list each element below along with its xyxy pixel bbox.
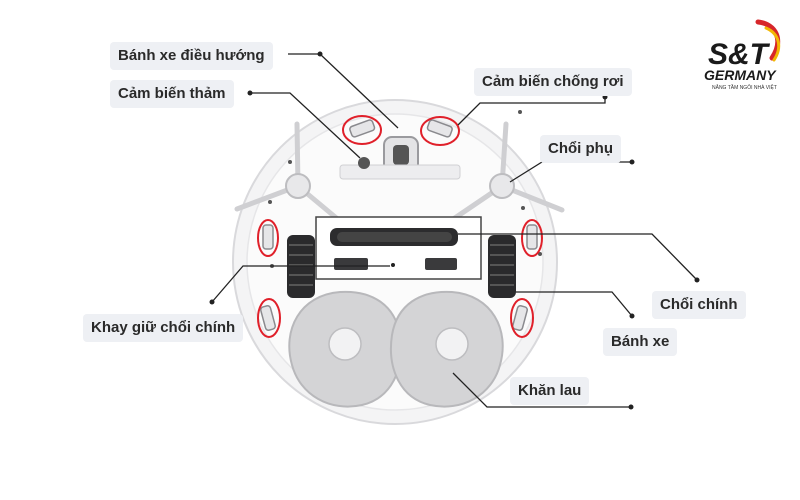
carpet-sensor: [358, 157, 370, 169]
nav-wheel: [339, 136, 461, 180]
leader-wheel: [516, 291, 633, 317]
cliff-sensor-highlights: [257, 115, 543, 338]
label-cliff-sensor: Cảm biến chống rơi: [474, 68, 632, 96]
brush-housing: [315, 216, 482, 280]
logo-tagline: NÂNG TẦM NGÔI NHÀ VIỆT: [712, 83, 777, 91]
label-nav-wheel: Bánh xe điều hướng: [110, 42, 273, 70]
mop-hub-left: [328, 327, 362, 361]
brush-tray-latch-left: [334, 258, 368, 270]
logo-swoosh-gold: [764, 26, 781, 62]
logo-mark: S&T: [708, 38, 771, 71]
label-brush-tray: Khay giữ chổi chính: [83, 314, 244, 342]
leader-main-brush: [458, 233, 698, 281]
cliff-sensors: [259, 119, 538, 331]
label-main-brush: Chổi chính: [652, 291, 746, 319]
label-mop: Khăn lau: [510, 377, 590, 405]
logo-name: GERMANY: [704, 67, 777, 83]
brand-logo: S&T GERMANY NÂNG TẦM NGÔI NHÀ VIỆT: [704, 19, 781, 91]
leader-brush-tray: [211, 265, 390, 303]
wheel-right: [488, 235, 516, 298]
label-side-brush: Chổi phụ: [540, 135, 621, 163]
leader-cliff-sensor: [457, 97, 606, 126]
leader-mop: [452, 372, 631, 408]
label-carpet-sensor: Cảm biến thảm: [110, 80, 234, 108]
label-wheel: Bánh xe: [603, 328, 678, 356]
main-brush: [337, 232, 452, 242]
mop-hub-right: [435, 327, 469, 361]
leader-lines: [211, 53, 698, 408]
leader-carpet-sensor: [250, 92, 361, 159]
brush-tray-latch-right: [425, 258, 457, 270]
mop-pads: [288, 290, 504, 408]
leader-dots: [209, 51, 700, 410]
